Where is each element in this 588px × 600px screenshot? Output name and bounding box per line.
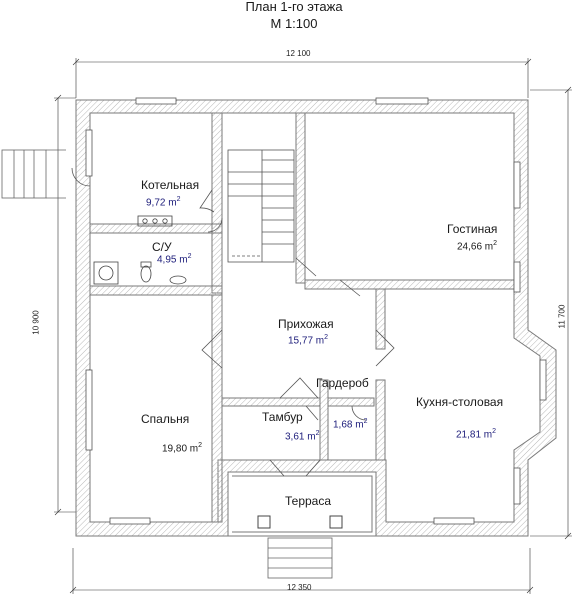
- room-label-vestibule: Тамбур: [262, 410, 303, 424]
- doors: [71, 167, 395, 477]
- room-label-bathroom: С/У: [152, 240, 172, 254]
- room-label-living: Гостиная: [447, 222, 498, 236]
- room-area-vestibule: 3,61 m2: [285, 430, 320, 443]
- porch-left: [1, 149, 66, 199]
- room-label-hall: Прихожая: [278, 317, 334, 331]
- bathroom-fixtures-icon: [93, 261, 187, 285]
- plan-title: План 1-го этажа: [245, 0, 343, 14]
- dimension-right: 11 700: [557, 304, 567, 329]
- room-area-wardrobe: 1,68 m2: [333, 418, 368, 431]
- plan-scale: М 1:100: [270, 16, 318, 31]
- room-label-boiler: Котельная: [141, 178, 200, 192]
- terrace-slab: [228, 471, 377, 537]
- dimension-top: 12 100: [286, 49, 311, 58]
- dimension-bottom: 12 350: [287, 583, 312, 592]
- porch-bottom: [267, 537, 333, 579]
- interior-walls: [89, 112, 515, 523]
- room-area-bathroom: 4,95 m2: [157, 253, 192, 266]
- room-area-kitchen: 21,81 m2: [456, 428, 497, 441]
- windows: [85, 97, 547, 525]
- dimension-lines: [54, 58, 572, 594]
- boiler-icon: [137, 215, 173, 227]
- room-label-bedroom: Спальня: [141, 412, 190, 426]
- dimension-left: 10 900: [31, 310, 41, 335]
- room-area-living: 24,66 m2: [457, 240, 498, 253]
- staircase: [227, 149, 295, 263]
- room-area-hall: 15,77 m2: [288, 334, 329, 347]
- room-area-boiler: 9,72 m2: [146, 196, 181, 209]
- room-label-terrace: Терраса: [285, 494, 332, 508]
- room-label-kitchen: Кухня-столовая: [416, 395, 504, 409]
- room-area-bedroom: 19,80 m2: [162, 442, 203, 455]
- room-label-wardrobe: Гардероб: [316, 376, 369, 390]
